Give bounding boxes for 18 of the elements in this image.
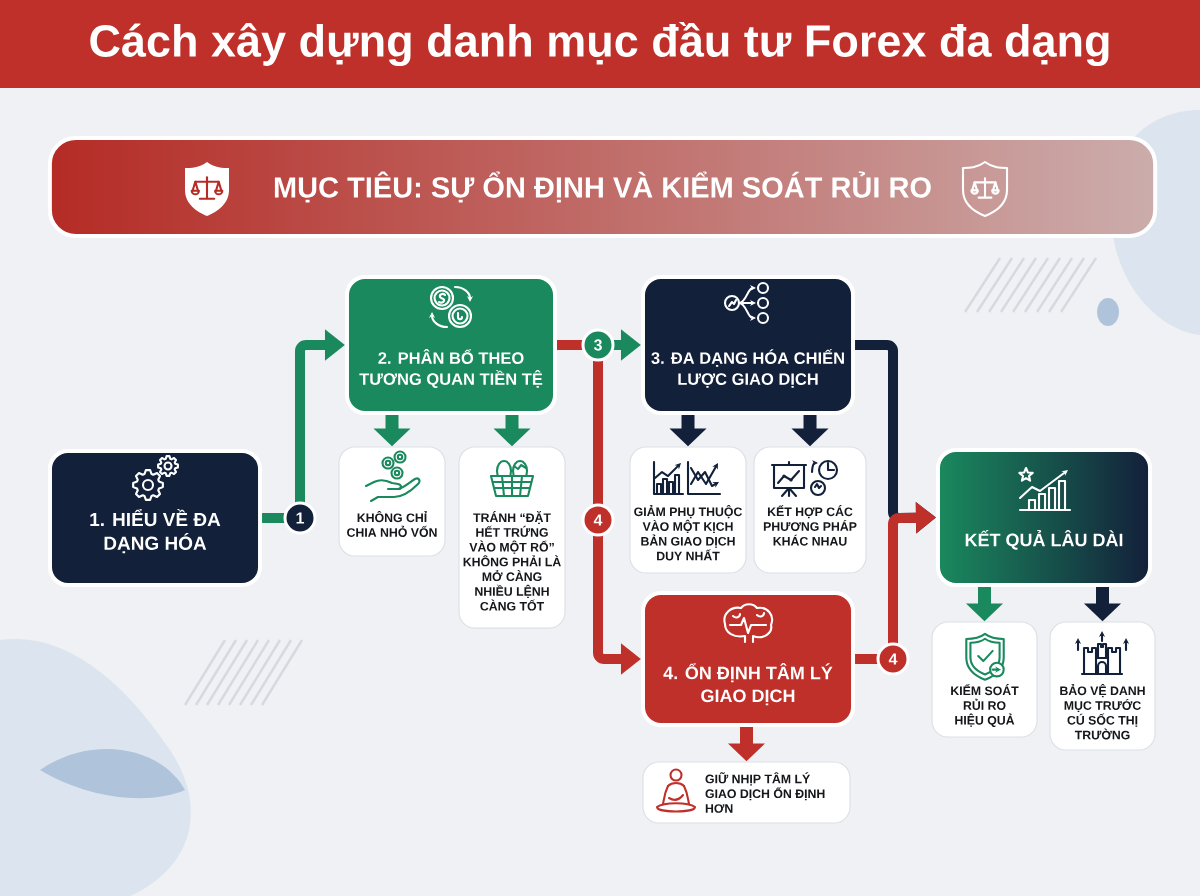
step-box: 3. ĐA DẠNG HÓA CHIẾN LƯỢC GIAO DỊCH: [641, 275, 856, 416]
note-card: KẾT HỢP CÁC PHƯƠNG PHÁP KHÁC NHAU: [753, 446, 867, 574]
step-box: 1. HIỂU VỀ ĐA DẠNG HÓA: [48, 449, 263, 588]
result-box: KẾT QUẢ LÂU DÀI: [936, 448, 1153, 588]
note-card: BẢO VỆ DANH MỤC TRƯỚC CÚ SỐC THỊ TRƯỜNG: [1049, 621, 1156, 751]
note-card: KHÔNG CHỈ CHIA NHỎ VỐN: [338, 446, 446, 557]
number-badge: 4: [876, 642, 910, 676]
number-badge: 1: [283, 501, 317, 535]
step-box: 4. ỔN ĐỊNH TÂM LÝ GIAO DỊCH: [641, 591, 856, 728]
number-badge: 4: [581, 503, 615, 537]
note-card: GIỮ NHỊP TÂM LÝ GIAO DỊCH ỔN ĐỊNH HƠN: [642, 761, 851, 824]
title-banner: Cách xây dựng danh mục đầu tư Forex đa dạng: [0, 0, 1200, 88]
step-box: 2. PHÂN BỔ THEO TƯƠNG QUAN TIỀN TỆ: [345, 275, 558, 416]
note-card: TRÁNH “ĐẶT HẾT TRỨNG VÀO MỘT RỔ” KHÔNG PHẢI LÀ MỞ CÀNG NHIỀU LỆNH CÀNG TỐT: [458, 446, 566, 629]
goal-banner: MỤC TIÊU: SỰ ỔN ĐỊNH VÀ KIỂM SOÁT RỦI RO: [47, 136, 1158, 238]
note-card: KIỂM SOÁT RỦI RO HIỆU QUẢ: [931, 621, 1038, 738]
note-card: GIẢM PHỤ THUỘC VÀO MỘT KỊCH BẢN GIAO DỊCH DUY NHẤT: [629, 446, 747, 574]
number-badge: 3: [581, 328, 615, 362]
